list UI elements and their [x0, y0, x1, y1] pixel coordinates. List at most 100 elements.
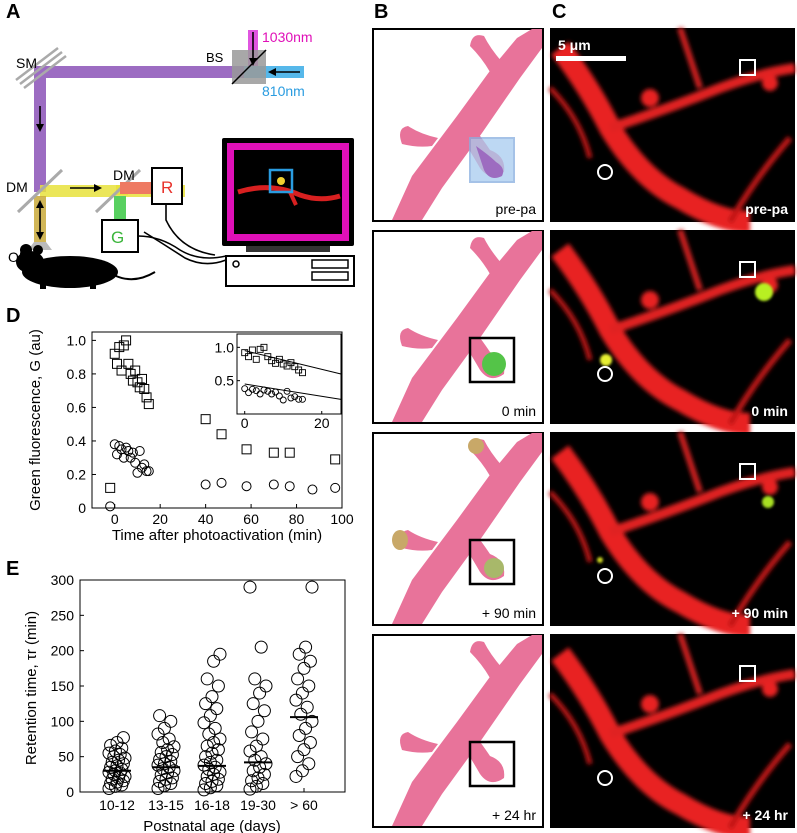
panel-e-ylabel: Retention time, τr (min) [23, 611, 40, 765]
inset-y-tick-label: 1.0 [215, 339, 235, 355]
spine-left [400, 126, 438, 147]
data-point [213, 647, 227, 661]
data-point [151, 758, 165, 772]
spine-photoactivated [476, 146, 504, 178]
x-tick-label: 20 [152, 511, 168, 527]
data-point [257, 704, 271, 718]
data-point [251, 714, 265, 728]
inset-point-square [245, 353, 253, 361]
data-point [164, 714, 178, 728]
computer-tower [225, 255, 355, 287]
x-tick-label: 100 [330, 511, 354, 527]
data-point-square [130, 365, 141, 376]
data-point [197, 716, 211, 730]
marker-circle [597, 164, 613, 180]
green-spine [597, 557, 603, 563]
data-point-square [118, 340, 129, 351]
data-point-square [121, 335, 132, 346]
panel-label-b: B [374, 1, 388, 23]
data-point [302, 757, 316, 771]
spine-left [400, 328, 438, 349]
data-point [213, 732, 227, 746]
data-point [153, 752, 167, 766]
inset-point-square [241, 349, 249, 357]
data-point [113, 748, 127, 762]
y-tick-label: 150 [51, 678, 75, 694]
data-point [205, 746, 219, 760]
data-point [102, 746, 116, 760]
data-point [246, 697, 260, 711]
data-point [303, 654, 317, 668]
data-point-circle [114, 440, 125, 451]
data-point-square [330, 454, 341, 465]
inset-point-square [256, 345, 264, 353]
y-tick-label: 0.4 [67, 433, 87, 449]
marker-circle [597, 770, 613, 786]
inset-fit-line [244, 350, 342, 375]
data-point [199, 750, 213, 764]
scale-bar [556, 56, 626, 61]
neighbor-spine-green [468, 438, 484, 454]
panel-c-image-1: pre-pa5 μm [548, 27, 796, 233]
red-detector [151, 167, 183, 205]
inset-point-circle [275, 392, 283, 400]
data-point [116, 757, 130, 771]
data-point [159, 750, 173, 764]
data-point-square [143, 399, 154, 410]
data-point [211, 679, 225, 693]
data-point [294, 707, 308, 721]
spine-blob [762, 479, 778, 495]
spine-blob [641, 695, 659, 713]
data-point-square [216, 429, 227, 440]
data-point-circle [141, 466, 152, 477]
data-point [297, 661, 311, 675]
green-detector [101, 219, 139, 253]
marker-square [739, 59, 756, 76]
data-point [118, 751, 132, 765]
marker-square [739, 261, 756, 278]
dendrite-thin [727, 742, 793, 830]
panel-b-label-3: + 90 min [482, 605, 536, 621]
data-point [256, 732, 270, 746]
y-tick-label: 250 [51, 607, 75, 623]
data-point [259, 679, 273, 693]
marker-circle [597, 568, 613, 584]
y-tick-label: 200 [51, 643, 75, 659]
spine-left [400, 732, 438, 753]
spine-roi-box [468, 336, 516, 384]
panel-label-a: A [6, 1, 20, 23]
spine-roi-box [468, 740, 516, 788]
marker-circle [597, 366, 613, 382]
panel-b-label-4: + 24 hr [492, 807, 536, 823]
laser-1030-label: 1030nm [262, 29, 313, 45]
data-point-circle [134, 446, 145, 457]
y-tick-label: 1.0 [67, 332, 87, 348]
dendrite-branch [608, 467, 796, 537]
data-point-circle [268, 479, 279, 490]
data-point [161, 743, 175, 757]
panel-b-frame-3: + 90 min [372, 432, 544, 626]
inset-point-circle [287, 394, 295, 402]
data-point [295, 686, 309, 700]
inset-point-square [260, 343, 268, 351]
panel-c-label-4: + 24 hr [742, 807, 788, 823]
dendrite-branch [608, 669, 796, 739]
panel-c-image-4: + 24 hr [548, 633, 796, 833]
data-point-square [241, 444, 252, 455]
panel-d-axes [91, 331, 343, 509]
panel-label-c: C [552, 1, 566, 23]
data-point [292, 728, 306, 742]
sm-label: SM [16, 55, 37, 71]
inset-x-tick-label: 0 [241, 415, 249, 431]
x-tick-label: 16-18 [194, 797, 230, 813]
data-point [202, 762, 216, 776]
data-point-circle [241, 481, 252, 492]
inset-point-square [279, 360, 287, 368]
panel-c-image-2: 0 min [548, 229, 796, 435]
panel-a-schematic: 1030nm 810nm BS SM DM DM R G OB [6, 29, 355, 289]
data-point [156, 736, 170, 750]
spine-blob [762, 681, 778, 697]
panel-d-xlabel: Time after photoactivation (min) [112, 527, 322, 544]
inset-y-tick-label: 0.5 [215, 373, 235, 389]
